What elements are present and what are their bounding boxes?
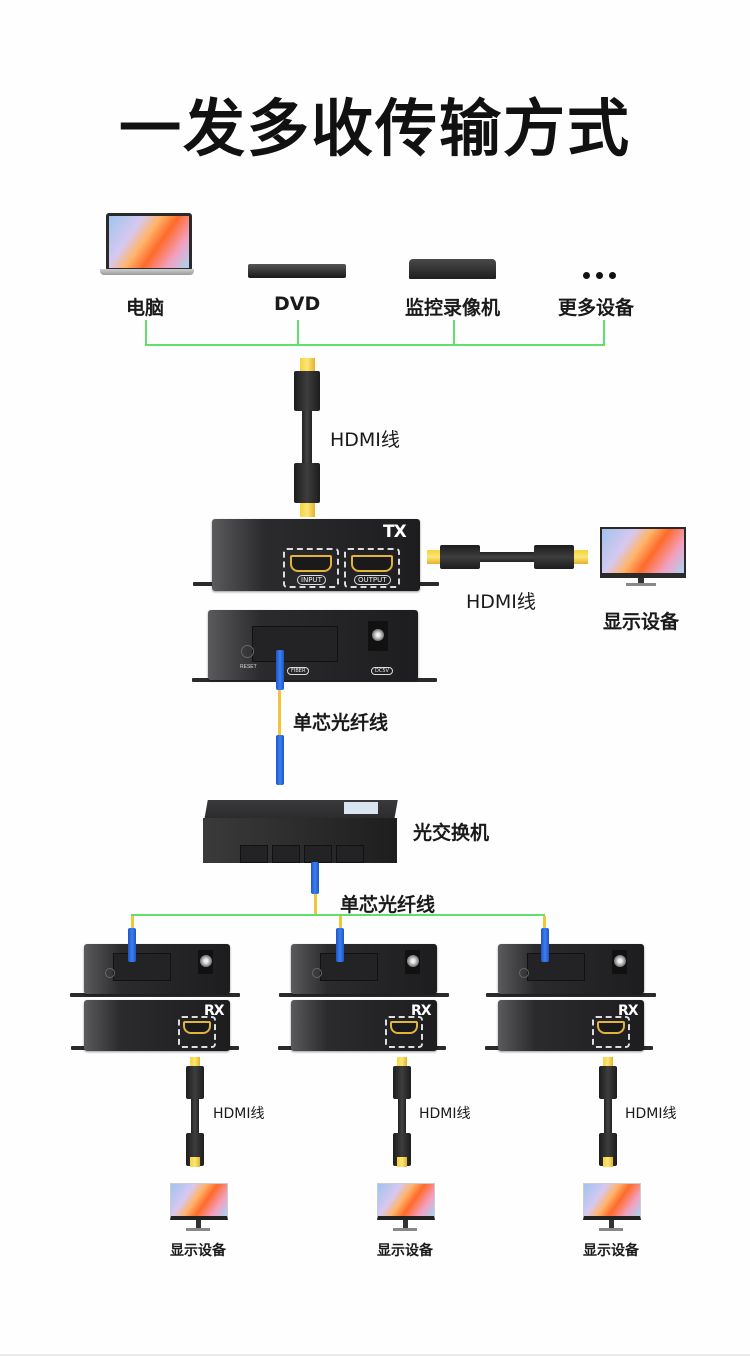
switch-label: 光交换机	[413, 822, 490, 844]
source-label-dvd: DVD	[274, 293, 321, 315]
source-label-nvr: 监控录像机	[405, 297, 501, 319]
fiber-cable-label-bottom: 单芯光纤线	[340, 894, 436, 916]
fiber-cable-label-top: 单芯光纤线	[293, 712, 389, 734]
rx-badge-1: RX	[204, 1003, 225, 1019]
dvd-player-icon	[248, 264, 346, 278]
rx-hdmi-label-2: HDMI线	[419, 1106, 471, 1122]
input-port-label: INPUT	[297, 575, 326, 585]
reset-label: RESET	[240, 664, 257, 670]
tx-badge: TX	[383, 522, 407, 542]
hdmi-cable-label-output: HDMI线	[466, 591, 536, 613]
rx-display-label-3: 显示设备	[583, 1243, 639, 1259]
local-display-icon	[600, 527, 686, 586]
rx-display-icon-3	[583, 1183, 643, 1233]
local-display-label: 显示设备	[603, 611, 680, 633]
rx-display-label-2: 显示设备	[377, 1243, 433, 1259]
reset-button	[241, 645, 254, 658]
output-port-label: OUTPUT	[354, 575, 391, 585]
rx-hdmi-label-1: HDMI线	[213, 1106, 265, 1122]
input-port	[283, 548, 339, 588]
fiber-port-label: FIBER	[287, 667, 310, 675]
power-jack	[368, 621, 388, 651]
rx-badge-3: RX	[618, 1003, 639, 1019]
more-dots-icon	[583, 272, 623, 280]
source-label-computer: 电脑	[126, 297, 165, 319]
rx-display-icon-2	[377, 1183, 437, 1233]
rx-display-icon-1	[170, 1183, 230, 1233]
rx-hdmi-port-3	[592, 1016, 630, 1048]
hdmi-cable-label-input: HDMI线	[330, 429, 400, 451]
output-port	[344, 548, 400, 588]
rx-display-label-1: 显示设备	[170, 1243, 226, 1259]
rx-hdmi-label-3: HDMI线	[625, 1106, 677, 1122]
nvr-recorder-icon	[409, 259, 496, 279]
page-title: 一发多收传输方式	[118, 92, 631, 165]
source-label-more: 更多设备	[558, 297, 635, 319]
rx-badge-2: RX	[411, 1003, 432, 1019]
switch-sticker	[344, 802, 378, 814]
rx-hdmi-port-2	[385, 1016, 423, 1048]
bottom-divider	[0, 1354, 750, 1356]
rx-hdmi-port-1	[178, 1016, 216, 1048]
power-port-label: DC5V	[371, 667, 393, 675]
laptop-icon	[100, 213, 196, 283]
